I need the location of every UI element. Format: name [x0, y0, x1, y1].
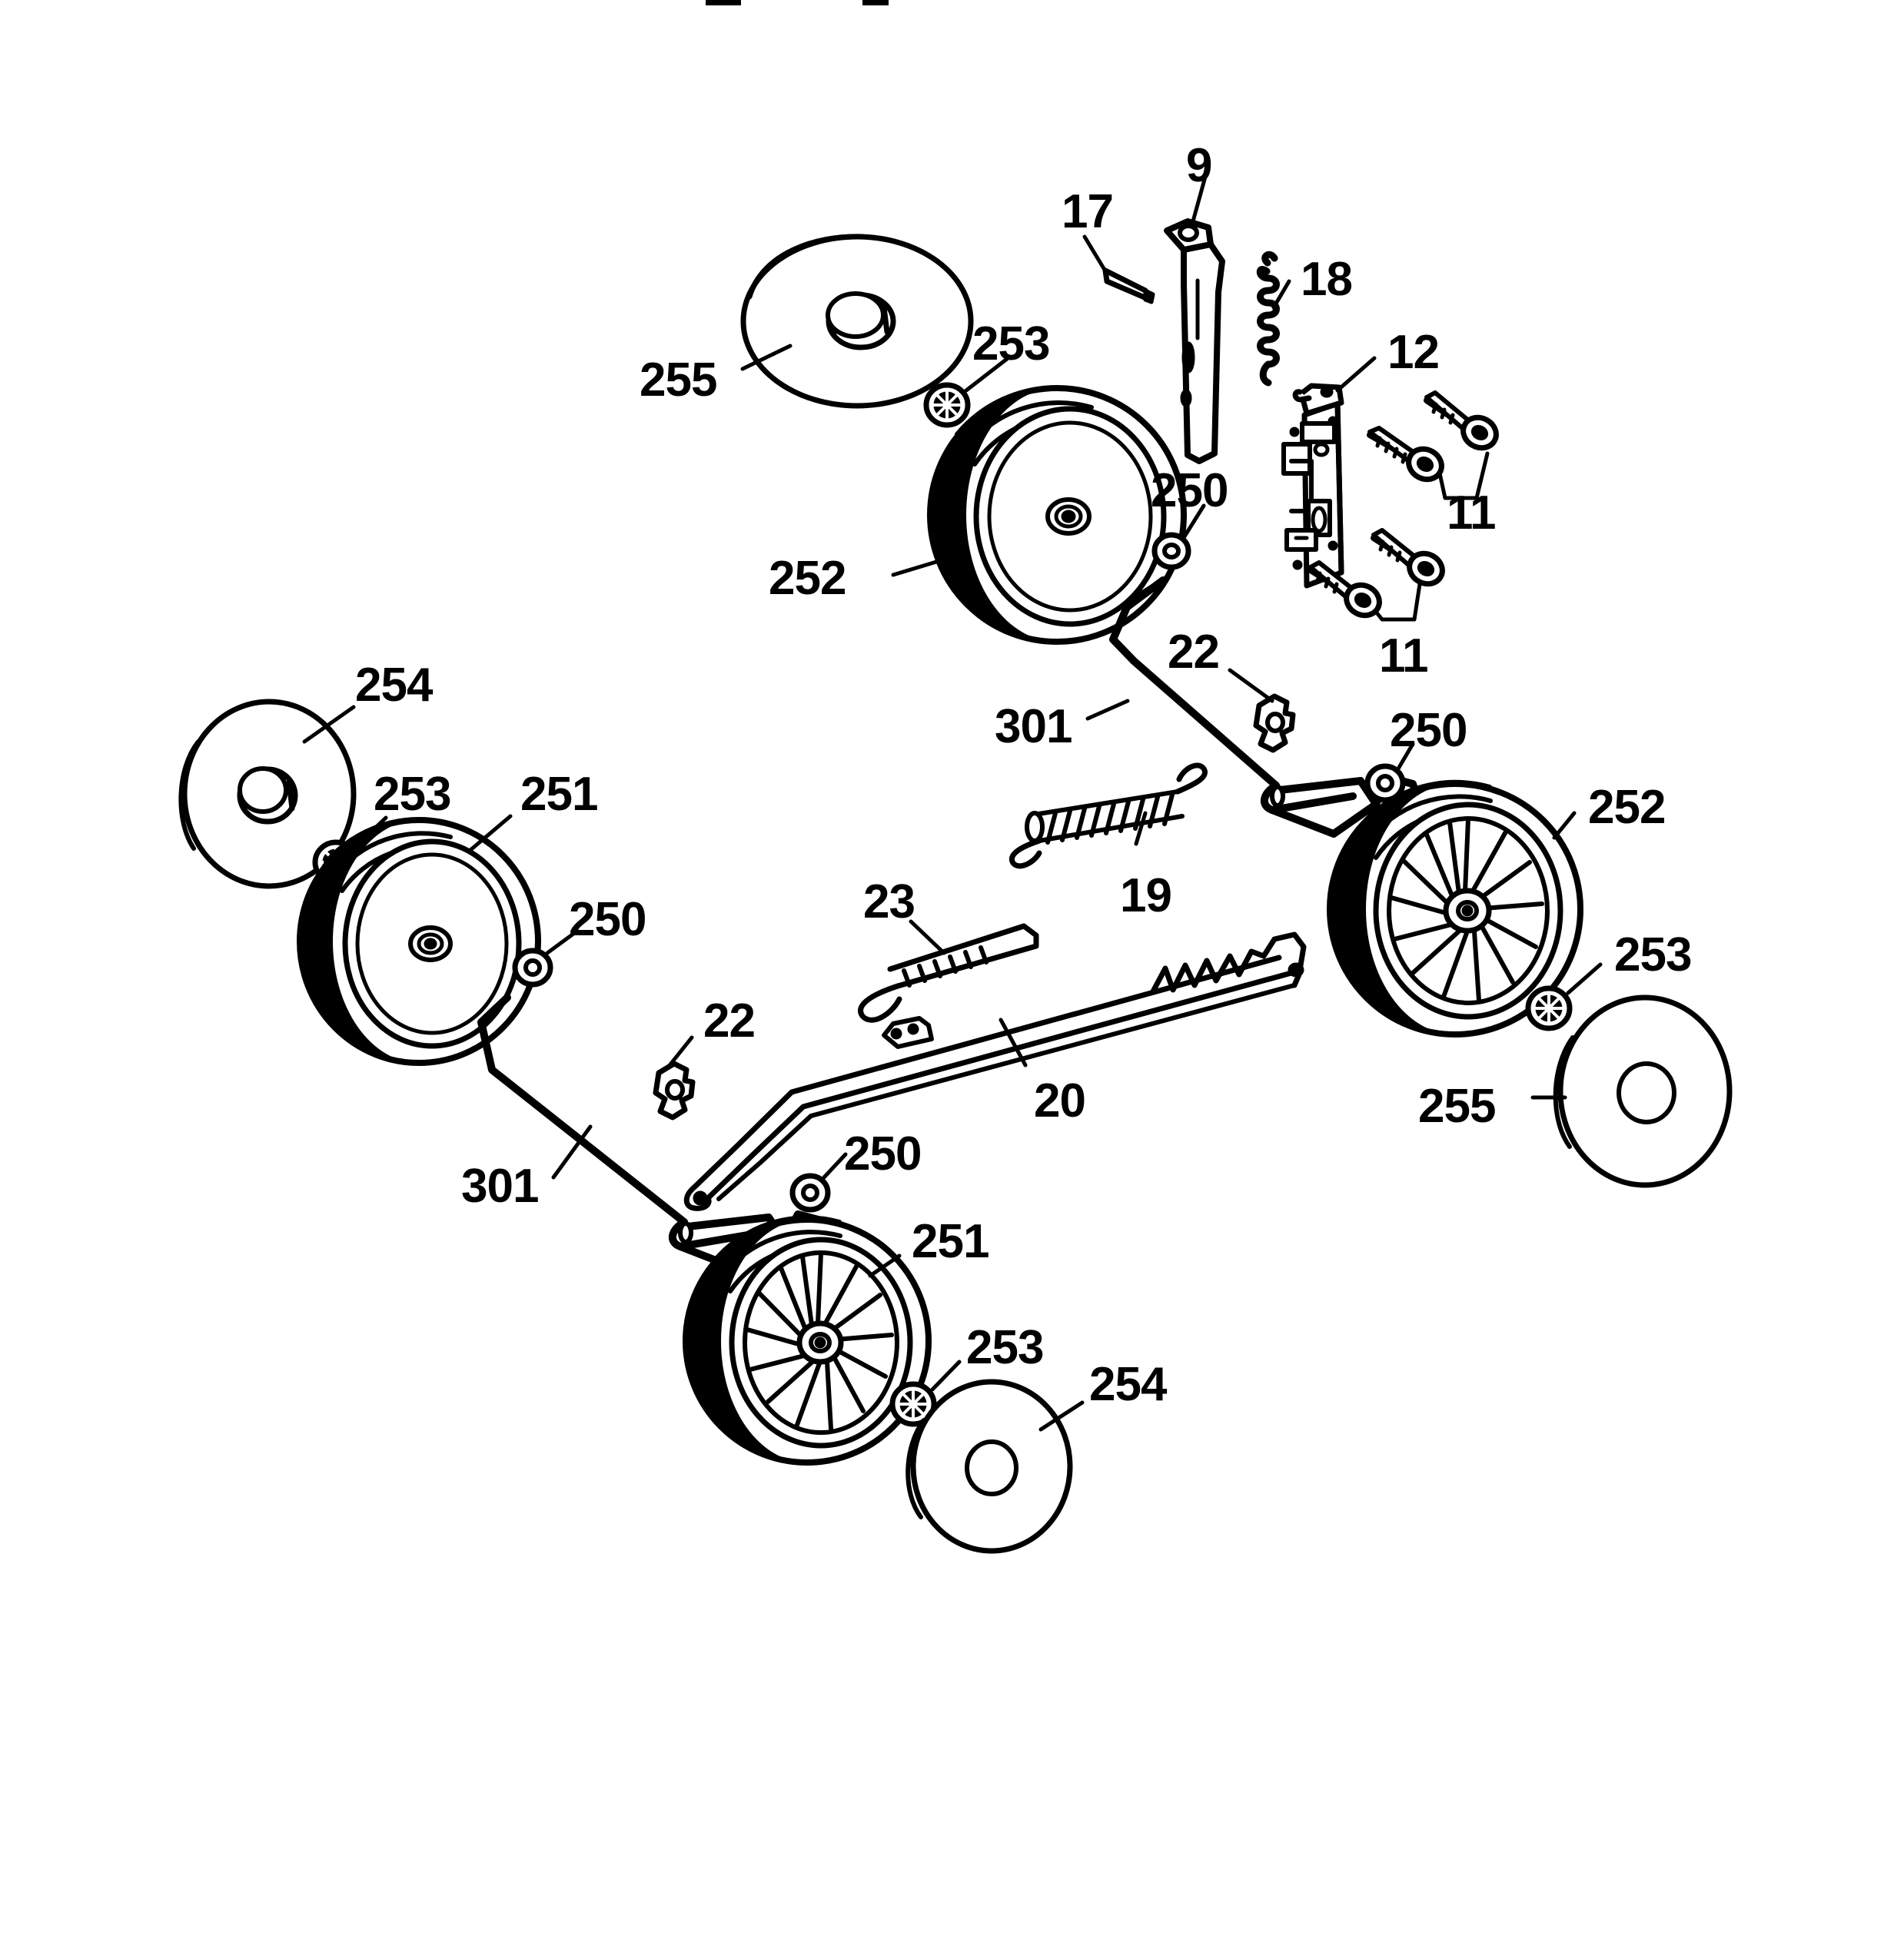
- leader-253-right: [1566, 962, 1603, 995]
- bracket-12: [1281, 383, 1344, 589]
- spring-18: [1256, 251, 1280, 387]
- leader-251-left: [468, 814, 513, 852]
- leader-18: [1271, 279, 1291, 310]
- callout-254-bottom: 254: [1089, 1358, 1167, 1411]
- callout-20: 20: [1034, 1074, 1086, 1127]
- leader-22-top: [1228, 668, 1274, 703]
- callout-11-upper: 11: [1447, 486, 1497, 540]
- wheel-252-right: [1327, 779, 1583, 1038]
- leader-12: [1335, 356, 1377, 393]
- leader-22-left: [665, 1035, 694, 1071]
- callout-9: 9: [1186, 139, 1212, 192]
- screw-253-bottom: [889, 1381, 937, 1427]
- callout-253-right: 253: [1614, 928, 1692, 981]
- leader-20: [999, 1018, 1028, 1067]
- callout-252-top: 252: [769, 552, 846, 605]
- leader-253-bottom: [930, 1360, 962, 1392]
- washer-250-right: [1364, 763, 1406, 803]
- spring-19: [1009, 762, 1208, 869]
- leader-254-left: [302, 705, 356, 744]
- leader-250-left: [545, 931, 576, 955]
- callout-23: 23: [863, 875, 915, 928]
- leader-9: [1191, 174, 1208, 224]
- callout-251-bottom: 251: [912, 1215, 989, 1268]
- callout-251-left: 251: [520, 768, 598, 821]
- leader-301-top: [1085, 699, 1130, 721]
- callout-254-left: 254: [355, 659, 433, 712]
- callout-12: 12: [1387, 326, 1440, 379]
- cropped-title-remnant: [706, 0, 889, 5]
- leader-250-bottom: [822, 1152, 848, 1180]
- wheel-251-bottom: [683, 1215, 932, 1466]
- leader-254-bottom: [1038, 1400, 1085, 1432]
- screw-11-lower-a: [1308, 560, 1382, 619]
- screw-11-upper-b: [1424, 390, 1499, 451]
- clip-22-left: [653, 1061, 696, 1121]
- callout-18: 18: [1301, 253, 1353, 306]
- callout-253-left: 253: [374, 768, 451, 821]
- wheel-251-left: [297, 817, 541, 1066]
- screw-253-top: [923, 382, 971, 428]
- screw-253-right: [1525, 985, 1573, 1031]
- leader-252-right: [1552, 811, 1577, 840]
- callout-253-bottom: 253: [966, 1321, 1044, 1374]
- clip-23: [858, 923, 1039, 1023]
- height-adjust-lever-9: [1164, 218, 1225, 464]
- callout-301-bottom: 301: [461, 1160, 539, 1213]
- washer-250-top: [1151, 532, 1191, 570]
- pin-17: [1102, 267, 1155, 304]
- callout-11-lower: 11: [1379, 629, 1429, 682]
- hubcap-255-top: [740, 234, 974, 409]
- callout-250-right: 250: [1390, 704, 1467, 757]
- callout-17: 17: [1062, 185, 1114, 238]
- hubcap-254-bottom: [905, 1379, 1073, 1554]
- leader-11-upper: [1437, 451, 1490, 500]
- leader-19: [1134, 811, 1148, 846]
- leader-255-top: [740, 344, 793, 371]
- handle-rod-20: [683, 931, 1307, 1211]
- leader-17: [1082, 234, 1109, 276]
- callout-19: 19: [1120, 869, 1172, 922]
- callout-22-top: 22: [1168, 626, 1220, 679]
- leader-252-top: [891, 553, 962, 577]
- callout-253-top: 253: [972, 317, 1050, 370]
- screw-11-lower-b: [1371, 528, 1445, 587]
- callout-255-top: 255: [640, 354, 717, 407]
- leader-301-bottom: [551, 1124, 593, 1180]
- screw-11-upper-a: [1367, 426, 1444, 483]
- leader-23: [909, 919, 946, 955]
- callout-250-top: 250: [1151, 464, 1228, 517]
- hubcap-255-right: [1553, 994, 1733, 1188]
- leader-251-bottom: [868, 1253, 902, 1278]
- callout-301-top: 301: [995, 700, 1072, 753]
- callout-22-left: 22: [703, 994, 756, 1048]
- callout-252-right: 252: [1588, 781, 1666, 834]
- callout-250-left: 250: [569, 893, 646, 946]
- leader-250-right: [1395, 742, 1415, 772]
- leader-250-top: [1182, 503, 1206, 539]
- hubcap-254-left: [178, 699, 357, 889]
- clip-22-top: [1253, 693, 1296, 753]
- washer-250-left: [512, 948, 553, 988]
- washer-250-bottom: [789, 1173, 831, 1213]
- leader-11-lower: [1374, 582, 1422, 622]
- callout-255-right: 255: [1418, 1080, 1496, 1133]
- wheel-252-top: [927, 385, 1187, 645]
- leader-253-top: [964, 357, 1009, 393]
- callout-250-bottom: 250: [844, 1127, 922, 1180]
